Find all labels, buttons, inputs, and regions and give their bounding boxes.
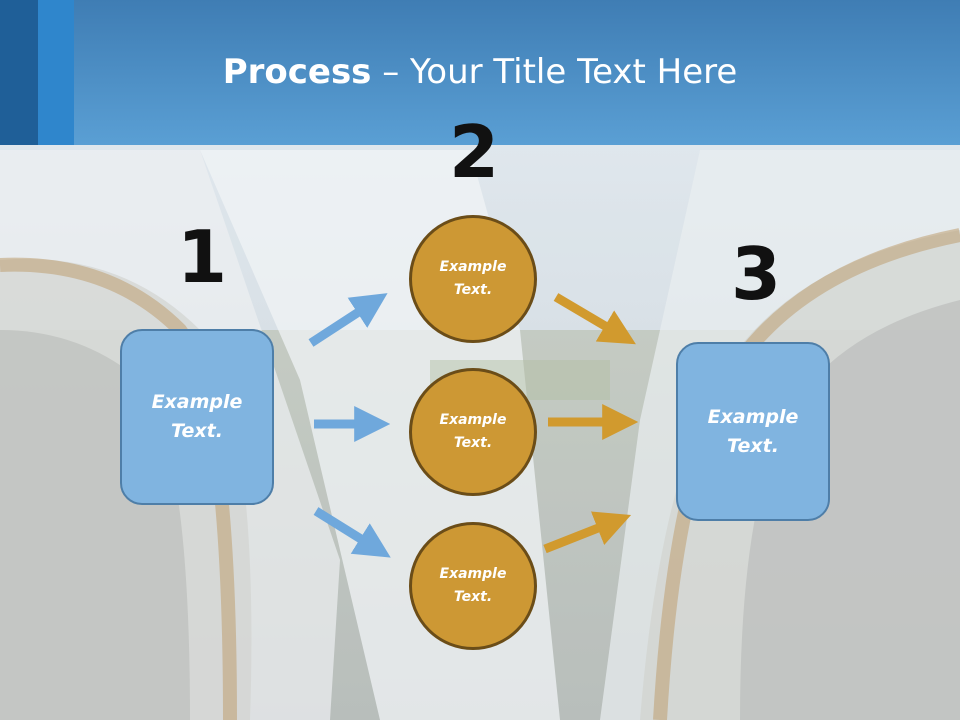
step-2-circle-middle: Example Text. — [409, 368, 537, 496]
step-2-text-middle: Example Text. — [439, 412, 507, 451]
title-rest: – Your Title Text Here — [371, 52, 738, 92]
step-number-3: 3 — [731, 232, 782, 316]
header-band — [0, 0, 960, 145]
arrow-2a-to-3 — [553, 293, 636, 345]
step-1-text: Example Text. — [151, 391, 243, 442]
arrow-2c-to-3 — [543, 511, 632, 554]
step-2-circle-bottom: Example Text. — [409, 522, 537, 650]
step-2-text-bottom: Example Text. — [439, 566, 507, 605]
title-bold: Process — [222, 52, 372, 92]
step-number-1: 1 — [177, 215, 228, 299]
step-2-text-top: Example Text. — [439, 259, 507, 298]
arrow-1-to-2a — [308, 293, 388, 347]
step-2-circle-top: Example Text. — [409, 215, 537, 343]
step-3-text: Example Text. — [707, 405, 799, 457]
step-3-box: Example Text. — [676, 342, 830, 521]
step-1-box: Example Text. — [120, 329, 274, 505]
header-accent-dark — [0, 0, 38, 145]
arrow-1-to-2c — [313, 507, 391, 558]
slide-title: Process – Your Title Text Here — [0, 52, 960, 92]
header-accent-light — [38, 0, 74, 145]
step-number-2: 2 — [449, 110, 500, 194]
